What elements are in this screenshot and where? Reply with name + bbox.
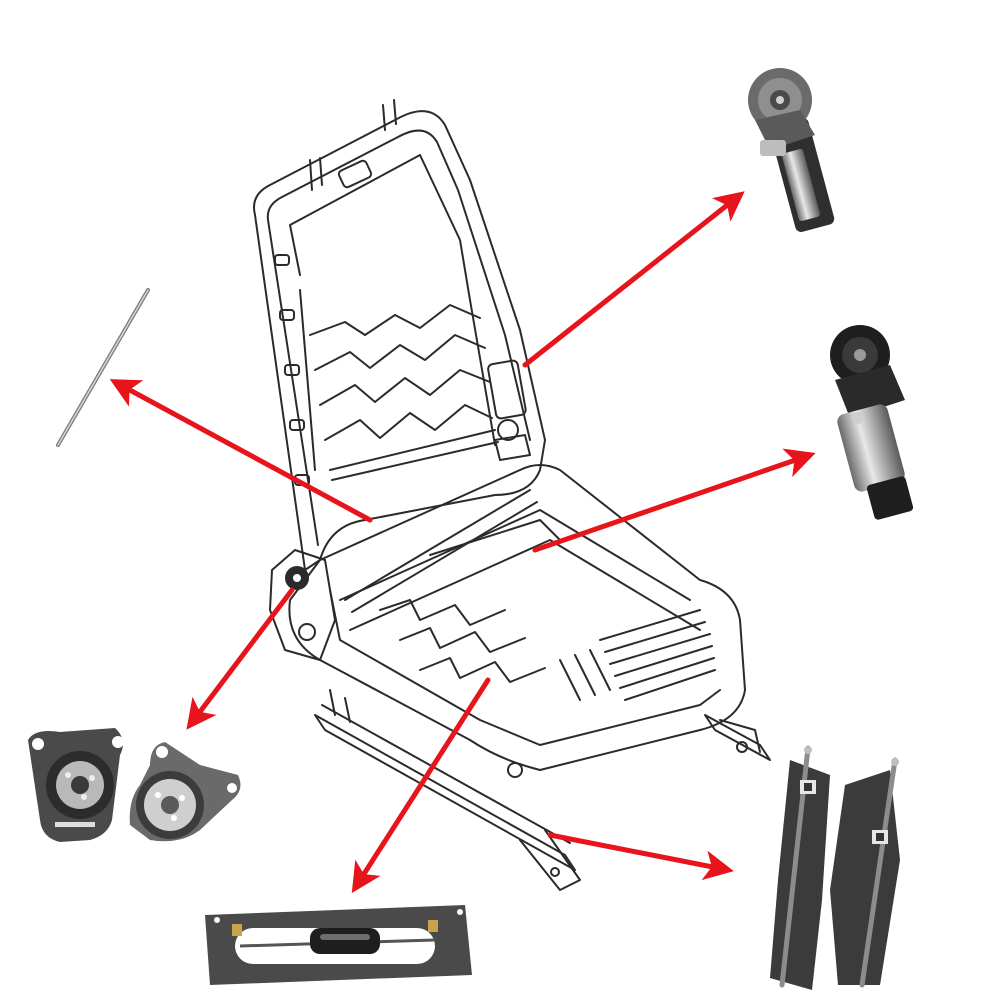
seat-cushion-frame: [288, 464, 746, 771]
recliner-right: [129, 742, 241, 842]
backrest-frame: [253, 99, 546, 571]
lumbar-springs: [309, 304, 499, 481]
arrow-to-upper-right-gear-motor: [522, 191, 745, 368]
arrow-to-bottom-right-rails: [547, 832, 734, 881]
hinge-plate: [269, 549, 336, 661]
backrest-motor: [487, 359, 531, 461]
gear-motor-icon: [748, 68, 835, 232]
arrow-to-bottom-center-spindle: [351, 677, 491, 894]
arrows: [109, 191, 816, 894]
slide-rails: [314, 689, 771, 891]
motor-icon: [830, 325, 914, 520]
seat-frame: [253, 99, 771, 891]
rod-icon: [56, 288, 150, 447]
arrow-to-recliner-mechanisms: [186, 587, 295, 730]
arrow-to-middle-right-motor: [532, 448, 816, 553]
rail-icon: [770, 745, 900, 990]
spindle-icon: [205, 905, 472, 985]
rail-left: [770, 745, 830, 990]
recliner-icon: [28, 728, 241, 842]
recliner-left: [28, 728, 124, 842]
rail-right: [830, 757, 900, 988]
arrow-to-left-rod: [109, 379, 373, 523]
